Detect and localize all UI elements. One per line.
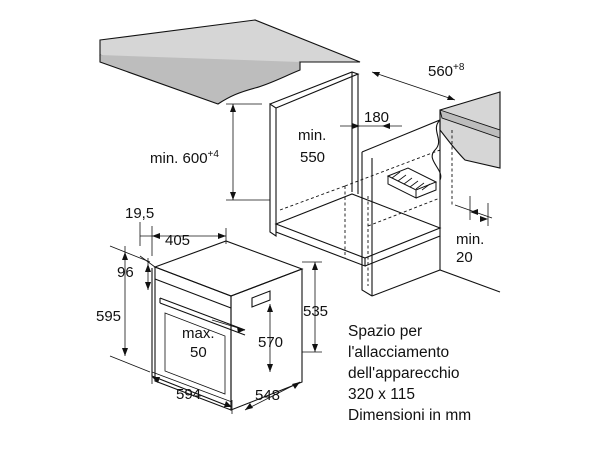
dim-niche-height: min. 600+4 <box>150 149 219 167</box>
dim-cutout-depth: 180 <box>364 109 389 126</box>
note-line-4: 320 x 115 <box>348 386 415 403</box>
countertop-right <box>439 91 501 169</box>
countertop-right-front <box>439 109 501 139</box>
dim-niche-width: 560+8 <box>428 62 465 80</box>
dim-width: 594 <box>176 386 201 403</box>
dim-front-depth: 405 <box>165 232 190 249</box>
note-line-3: dell'apparecchio <box>348 365 460 382</box>
hidden-edges <box>279 130 453 286</box>
dim-bottom-gap-val: 20 <box>456 249 473 266</box>
note-line-1: Spazio per <box>348 323 422 340</box>
dim-bottom-gap-min: min. <box>456 231 484 248</box>
dim-inner-height: 535 <box>303 303 328 320</box>
oven <box>151 240 304 411</box>
countertop-left-edge <box>99 55 301 105</box>
dim-top-height: 96 <box>117 264 134 281</box>
dim-oven-height: 570 <box>258 334 283 351</box>
dimension-lines <box>109 71 493 414</box>
dim-front-offset: 19,5 <box>125 205 154 222</box>
dim-niche-depth-val: 550 <box>300 149 325 166</box>
dim-total-height: 595 <box>96 308 121 325</box>
note-line-5: Dimensioni in mm <box>348 407 471 424</box>
dim-handle-val: 50 <box>190 344 207 361</box>
connection-space-box <box>386 167 438 199</box>
dim-depth: 548 <box>255 387 280 404</box>
note-line-2: l'allacciamento <box>348 344 449 361</box>
dim-niche-depth-min: min. <box>298 127 326 144</box>
dim-handle-max: max. <box>182 325 215 342</box>
